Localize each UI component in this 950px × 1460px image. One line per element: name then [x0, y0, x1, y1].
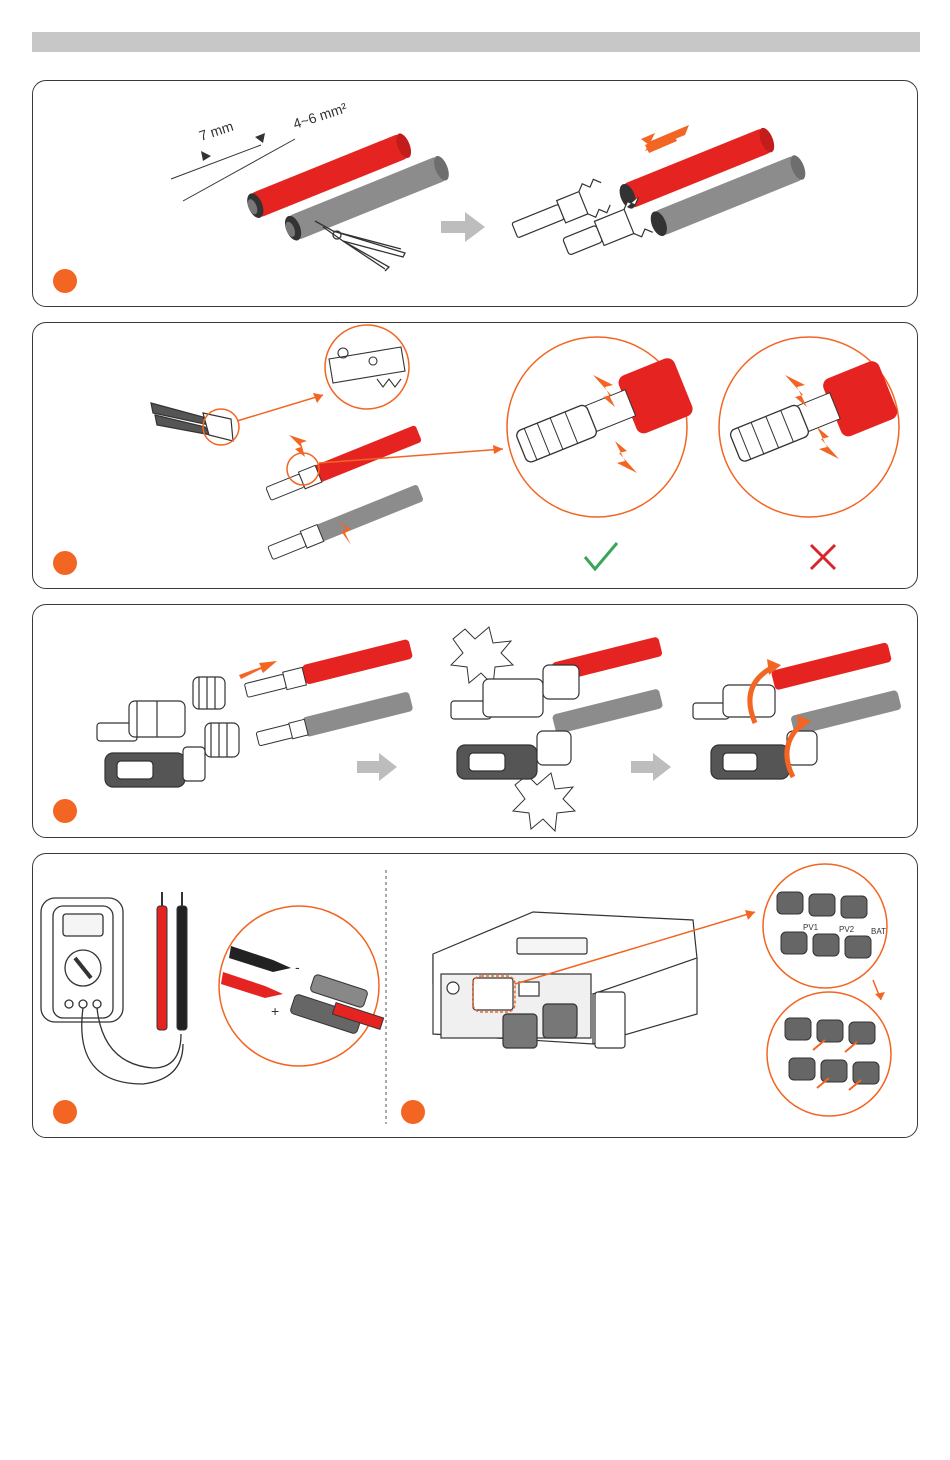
grey-cable-done: [790, 690, 902, 736]
plus-label: +: [271, 1003, 279, 1019]
red-cable-done: [771, 642, 892, 690]
check-icon: [585, 543, 617, 569]
click-sound-burst: [513, 773, 575, 831]
port-label-pv2: PV2: [839, 925, 855, 934]
step-panel-assemble: [32, 604, 918, 838]
grey-cable-with-contact: [255, 691, 413, 749]
measure-connect-illustration: - +: [33, 854, 919, 1139]
connector-male-done: [693, 685, 775, 719]
step-marker: [53, 799, 77, 823]
step-marker: [53, 269, 77, 293]
zoom-circle-jaws: [325, 325, 409, 409]
wrong-crimp-zoom: [719, 337, 900, 517]
red-cable-with-contact: [243, 639, 413, 700]
zoom-circle-ports: PV1 PV2 BAT: [763, 864, 887, 988]
minus-label: -: [295, 959, 300, 975]
step-panel-crimp: [32, 322, 918, 589]
dimension-line: [171, 145, 261, 179]
connector-female-done: [711, 731, 817, 779]
step-marker: [53, 1100, 77, 1124]
click-sound-burst: [451, 627, 513, 685]
next-step-arrow: [357, 753, 397, 781]
connector-male: [97, 701, 185, 741]
dimension-arrow: [201, 151, 211, 161]
probe-red: [157, 892, 167, 1030]
nut-male: [193, 677, 225, 709]
insert-arrow: [239, 661, 277, 679]
step-panel-measure-connect: - +: [32, 853, 918, 1138]
nut-female: [205, 723, 239, 757]
assemble-illustration: [33, 605, 919, 839]
step-panel-strip-cable: 7 mm 4~6 mm²: [32, 80, 918, 307]
header-bar: [32, 32, 920, 52]
probe-black: [177, 892, 187, 1030]
correct-crimp-zoom: [507, 337, 695, 517]
crimp-illustration: [33, 323, 919, 590]
zoom-circle-ports-connected: [767, 992, 891, 1116]
connector-female: [105, 747, 205, 787]
step-marker: [53, 551, 77, 575]
grey-cable-crimped: [267, 484, 424, 561]
cross-section-label: 4~6 mm²: [291, 99, 349, 132]
port-label-bat: BAT: [871, 927, 886, 936]
stripping-pliers: [315, 221, 405, 271]
next-step-arrow: [441, 212, 485, 242]
next-step-arrow: [631, 753, 671, 781]
multimeter: [41, 898, 123, 1022]
strip-cable-illustration: 7 mm 4~6 mm²: [33, 81, 919, 308]
strip-length-label: 7 mm: [197, 118, 235, 144]
cross-icon: [811, 545, 835, 569]
port-label-pv1: PV1: [803, 923, 819, 932]
step-marker: [401, 1100, 425, 1124]
inverter: [433, 912, 697, 1048]
connector-female-assembling: [457, 731, 571, 779]
